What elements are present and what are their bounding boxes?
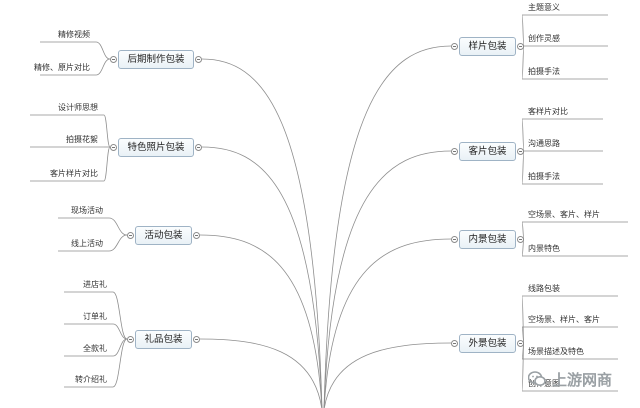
collapse-toggle-icon[interactable] — [451, 339, 458, 347]
root-connector-right-2 — [323, 238, 452, 408]
leaf-connector — [112, 338, 128, 388]
collapse-toggle-icon[interactable] — [451, 42, 458, 50]
leaf-label: 线上活动 — [71, 239, 103, 248]
leaf-connector — [112, 323, 128, 340]
leaf-label: 精修、原片对比 — [34, 63, 90, 72]
leaf-label: 客片样片对比 — [50, 169, 98, 178]
leaf-label: 场景描述及特色 — [528, 347, 584, 356]
collapse-toggle-icon[interactable] — [451, 235, 458, 243]
leaf-connector — [521, 150, 525, 185]
root-connector-left-1 — [201, 146, 323, 408]
root-connector-right-3 — [324, 342, 452, 408]
branch-node-left-2[interactable]: 活动包装 — [135, 225, 192, 245]
leaf-label: 精修视频 — [58, 30, 90, 39]
collapse-toggle-icon[interactable] — [517, 147, 524, 155]
collapse-toggle-icon[interactable] — [193, 231, 200, 239]
branch-node-right-1[interactable]: 客片包装 — [459, 141, 516, 161]
collapse-toggle-icon[interactable] — [195, 143, 202, 151]
leaf-connector — [108, 234, 128, 252]
leaf-label: 进店礼 — [83, 280, 107, 289]
leaf-label: 拍摄手法 — [528, 172, 560, 181]
branch-node-left-1[interactable]: 特色照片包装 — [118, 137, 194, 157]
leaf-label: 拍摄手法 — [528, 67, 560, 76]
collapse-toggle-icon[interactable] — [451, 147, 458, 155]
root-connector-left-3 — [199, 338, 323, 408]
wechat-icon — [527, 371, 546, 387]
branch-node-right-2[interactable]: 内景包装 — [459, 229, 516, 249]
root-connector-right-1 — [323, 150, 452, 408]
root-connector-left-2 — [199, 234, 323, 408]
leaf-connector — [103, 114, 111, 148]
root-connector-left-0 — [201, 58, 323, 408]
root-connector-right-0 — [323, 45, 452, 408]
leaf-connector — [521, 45, 525, 80]
watermark-text: 上游网商 — [552, 370, 613, 389]
collapse-toggle-icon[interactable] — [517, 42, 524, 50]
collapse-toggle-icon[interactable] — [517, 339, 524, 347]
collapse-toggle-icon[interactable] — [110, 55, 117, 63]
leaf-label: 全款礼 — [83, 344, 107, 353]
leaf-label: 线路包装 — [528, 284, 560, 293]
leaf-connector — [112, 291, 128, 340]
branch-node-right-0[interactable]: 样片包装 — [459, 36, 516, 56]
leaf-label: 设计师思想 — [58, 103, 98, 112]
leaf-connector — [95, 58, 111, 76]
collapse-toggle-icon[interactable] — [127, 231, 134, 239]
leaf-label: 主题意义 — [528, 3, 560, 12]
leaf-label: 拍摄花絮 — [66, 135, 98, 144]
leaf-connector — [103, 146, 111, 182]
collapse-toggle-icon[interactable] — [195, 55, 202, 63]
leaf-connector — [108, 217, 128, 236]
branch-node-left-0[interactable]: 后期制作包装 — [118, 49, 194, 69]
leaf-label: 沟通思路 — [528, 139, 560, 148]
leaf-label: 订单礼 — [83, 312, 107, 321]
leaf-label: 现场活动 — [71, 206, 103, 215]
leaf-label: 空场景、样片、客片 — [528, 315, 600, 324]
collapse-toggle-icon[interactable] — [193, 335, 200, 343]
leaf-connector — [521, 118, 525, 152]
leaf-label: 空场景、客片、样片 — [528, 210, 600, 219]
leaf-connector — [95, 41, 111, 60]
branch-node-right-3[interactable]: 外景包装 — [459, 333, 516, 353]
leaf-label: 转介绍礼 — [75, 375, 107, 384]
collapse-toggle-icon[interactable] — [517, 235, 524, 243]
collapse-toggle-icon[interactable] — [127, 335, 134, 343]
leaf-label: 创作灵感 — [528, 34, 560, 43]
leaf-label: 客样片对比 — [528, 107, 568, 116]
watermark: 上游网商 — [527, 368, 613, 390]
leaf-label: 内景特色 — [528, 244, 560, 253]
branch-node-left-3[interactable]: 礼品包装 — [135, 329, 192, 349]
collapse-toggle-icon[interactable] — [110, 143, 117, 151]
leaf-connector — [521, 14, 525, 47]
